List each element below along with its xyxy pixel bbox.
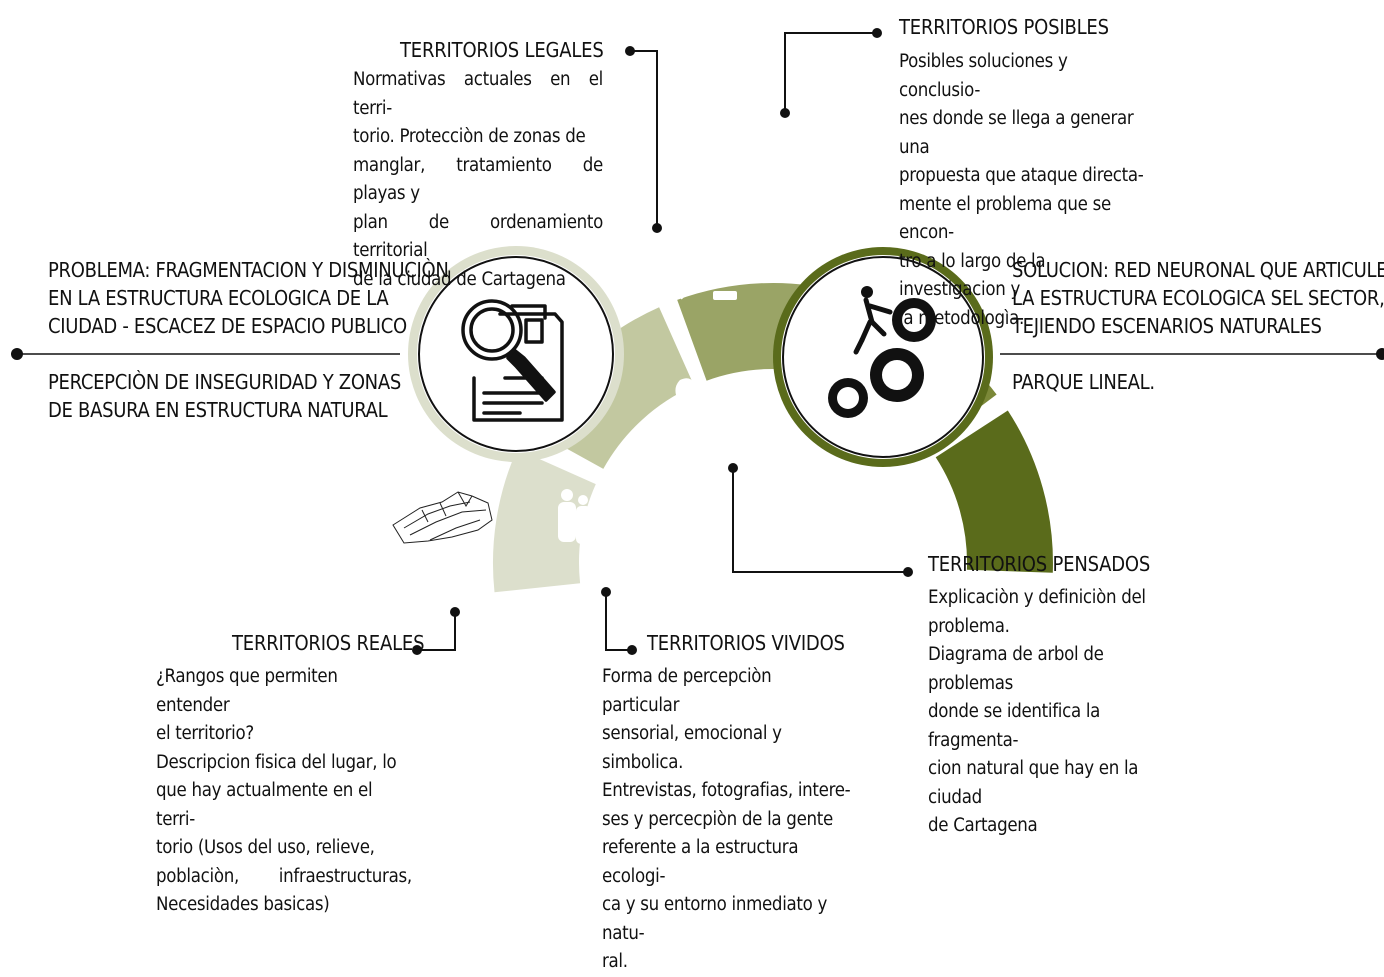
pensados-line: cion natural que hay en la ciudad (928, 758, 1139, 808)
problema-text-2: PERCEPCIÒN DE INSEGURIDAD Y ZONAS DE BAS… (48, 368, 401, 424)
segment-posibles (935, 410, 1053, 573)
legales-title: TERRITORIOS LEGALES (400, 38, 604, 62)
vividos-line: Entrevistas, fotografias, intere- (602, 780, 851, 801)
posibles-line: Posibles soluciones y conclusio- (899, 51, 1068, 101)
legales-line: torio. Protecciòn de zonas de (353, 126, 586, 147)
pensados-body: Explicaciòn y definiciòn del problema. D… (928, 584, 1176, 841)
problema-line-2: EN LA ESTRUCTURA ECOLOGICA DE LA (48, 286, 389, 310)
reales-leader (417, 612, 456, 651)
problema-text: PROBLEMA: FRAGMENTACION Y DISMINUCIÒN EN… (48, 256, 449, 340)
solucion-line-3: TEJIENDO ESCENARIOS NATURALES (1012, 314, 1322, 338)
posibles-line: tro a lo largo de la investigacion y (899, 250, 1046, 301)
problema-line-3: CIUDAD - ESCACEZ DE ESPACIO PUBLICO (48, 314, 407, 338)
vividos-line: ca y su entorno inmediato y natu- (602, 894, 828, 944)
problema-circle-border (418, 256, 614, 452)
reales-line: poblaciòn, infraestructuras, (156, 865, 412, 887)
posibles-line: nes donde se llega a generar una (899, 108, 1134, 158)
territories-diagram (11, 28, 1384, 655)
left-connector-dot (11, 348, 23, 360)
vividos-line: Forma de percepciòn particular (602, 666, 772, 716)
problema-line-5: DE BASURA EN ESTRUCTURA NATURAL (48, 398, 388, 422)
reales-line: torio (Usos del uso, relieve, (156, 837, 375, 858)
gear-holes (837, 308, 926, 409)
right-connector-dot (1376, 348, 1384, 360)
pensados-line: Explicaciòn y definiciòn del (928, 587, 1146, 608)
solucion-line-1: SOLUCION: RED NEURONAL QUE ARTICULE (1012, 258, 1384, 282)
vividos-body: Forma de percepciòn particular sensorial… (602, 663, 852, 977)
terrain-icon (392, 491, 493, 544)
posibles-line: propuesta que ataque directa- (899, 165, 1144, 186)
pensados-line: problema. (928, 615, 1010, 637)
problema-line-1: PROBLEMA: FRAGMENTACION Y DISMINUCIÒN (48, 258, 449, 282)
solucion-text-2: PARQUE LINEAL. (1012, 368, 1155, 396)
posibles-line: mente el problema que se encon- (899, 193, 1111, 244)
magnifier-document-icon (461, 299, 564, 422)
vividos-line: ses y percecpiòn de la gente (602, 808, 833, 830)
vividos-line: ral. (602, 951, 628, 972)
reales-line: Necesidades basicas) (156, 894, 330, 915)
pensados-line: de Cartagena (928, 815, 1038, 836)
posibles-title: TERRITORIOS POSIBLES (899, 15, 1109, 39)
legales-line: manglar, tratamiento de playas y (353, 154, 603, 205)
problema-line-4: PERCEPCIÒN DE INSEGURIDAD Y ZONAS (48, 370, 401, 394)
solucion-line-4: PARQUE LINEAL. (1012, 370, 1155, 394)
pensados-line: donde se identifica la fragmenta- (928, 701, 1101, 751)
gavel-icon (678, 257, 737, 300)
pensados-line: Diagrama de arbol de problemas (928, 644, 1104, 694)
lightbulb-check-icon (788, 154, 823, 206)
solucion-circle-border (782, 256, 984, 458)
people-group-icon (558, 488, 608, 544)
legales-leader (630, 50, 658, 228)
reales-title: TERRITORIOS REALES (232, 631, 425, 655)
vividos-line: sensorial, emocional y simbolica. (602, 723, 782, 773)
legales-line: Normativas actuales en el terri- (353, 69, 603, 119)
climber-figure (853, 286, 893, 355)
pensados-leader (732, 468, 908, 573)
posibles-line: la metodologìa. (899, 307, 1025, 329)
reales-line: ¿Rangos que permiten entender (156, 666, 338, 716)
reales-body: ¿Rangos que permiten entender el territo… (156, 663, 412, 920)
legales-body: Normativas actuales en el terri- torio. … (353, 66, 603, 294)
vividos-leader (605, 592, 632, 651)
posibles-leader (784, 32, 877, 113)
reales-line: el territorio? (156, 723, 254, 744)
leader-lines (417, 32, 908, 651)
leader-dots (412, 28, 913, 655)
thinking-person-icon (660, 378, 716, 440)
pensados-title: TERRITORIOS PENSADOS (928, 552, 1151, 576)
reales-line: que hay actualmente en el terri- (156, 780, 373, 830)
legales-line: plan de ordenamiento territorial (353, 211, 603, 262)
vividos-line: referente a la estructura ecologi- (602, 837, 799, 887)
segment-reales (492, 449, 596, 593)
vividos-title: TERRITORIOS VIVIDOS (647, 631, 845, 655)
solucion-line-2: LA ESTRUCTURA ECOLOGICA SEL SECTOR, (1012, 286, 1384, 310)
legales-line: de la ciudad de Cartagena (353, 268, 566, 290)
posibles-body: Posibles soluciones y conclusio- nes don… (899, 48, 1149, 333)
reales-line: Descripcion fisica del lugar, lo (156, 751, 397, 773)
solucion-text: SOLUCION: RED NEURONAL QUE ARTICULE LA E… (1012, 256, 1384, 340)
